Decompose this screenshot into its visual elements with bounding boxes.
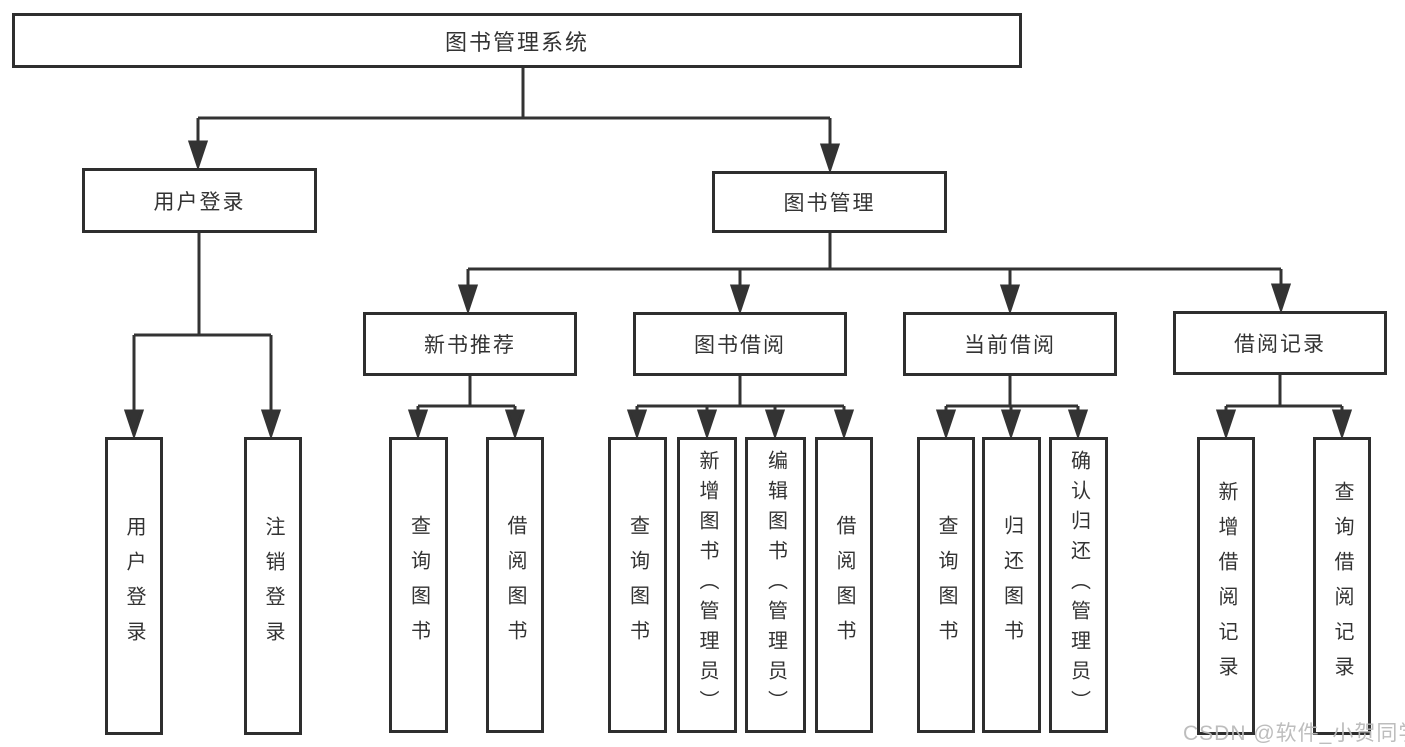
leaf-add-borrow-record: 新增借阅记录 (1197, 437, 1255, 735)
arrowhead-to-add-books (696, 409, 718, 440)
leaf-query-books-2: 查询图书 (608, 437, 667, 733)
connector-root-to-level2 (187, 68, 841, 174)
csdn-watermark: CSDN @软件_小贺同学 (1183, 722, 1405, 745)
arrowhead-to-query-books-2 (626, 409, 648, 440)
node-book-management: 图书管理 (712, 171, 947, 233)
leaf-add-books-admin: 新增图书（管理员） (677, 437, 737, 733)
leaf-borrow-books-2-label: 借阅图书 (833, 515, 855, 655)
arrowhead-to-current-borrow (999, 284, 1021, 315)
node-borrowing-records: 借阅记录 (1173, 311, 1387, 375)
arrowhead-to-return-books (1000, 409, 1022, 440)
leaf-user-login-label: 用户登录 (123, 516, 145, 656)
leaf-query-books-1-label: 查询图书 (407, 515, 430, 655)
arrowhead-to-book-mgmt (819, 143, 841, 174)
leaf-logout: 注销登录 (244, 437, 302, 735)
node-book-borrowing-label: 图书借阅 (694, 334, 786, 357)
arrowhead-to-confirm-return (1067, 409, 1089, 440)
connector-user-login-children (123, 233, 282, 440)
arrowhead-to-query-borrow-record (1331, 409, 1353, 440)
arrowhead-to-borrow-records (1270, 283, 1292, 314)
node-new-book-recommendation: 新书推荐 (363, 312, 577, 376)
leaf-user-login: 用户登录 (105, 437, 163, 735)
leaf-logout-label: 注销登录 (262, 516, 284, 656)
leaf-query-books-1: 查询图书 (389, 437, 448, 733)
leaf-query-borrow-record: 查询借阅记录 (1313, 437, 1371, 735)
leaf-query-books-2-label: 查询图书 (626, 515, 649, 655)
arrowhead-to-book-borrow (729, 284, 751, 315)
node-current-borrowing-label: 当前借阅 (964, 334, 1056, 357)
leaf-return-books-label: 归还图书 (1000, 515, 1023, 655)
node-user-login-label: 用户登录 (153, 190, 246, 214)
leaf-borrow-books-2: 借阅图书 (815, 437, 873, 733)
leaf-confirm-return-admin-label: 确认归还（管理员） (1067, 450, 1090, 720)
connector-borrow-records-children (1215, 375, 1353, 440)
node-user-login: 用户登录 (82, 168, 317, 233)
leaf-add-borrow-record-label: 新增借阅记录 (1215, 481, 1237, 691)
leaf-add-books-admin-label: 新增图书（管理员） (696, 450, 718, 720)
arrowhead-to-query-books-1 (407, 409, 429, 440)
arrowhead-to-login (123, 409, 145, 440)
arrowhead-to-new-book-rec (457, 284, 479, 315)
connector-current-borrow-children (935, 376, 1089, 440)
leaf-borrow-books-1: 借阅图书 (486, 437, 544, 733)
arrowhead-to-add-borrow-record (1215, 409, 1237, 440)
leaf-return-books: 归还图书 (982, 437, 1041, 733)
leaf-edit-books-admin-label: 编辑图书（管理员） (764, 450, 787, 720)
node-root-system: 图书管理系统 (12, 13, 1022, 68)
node-book-borrowing: 图书借阅 (633, 312, 847, 376)
arrowhead-to-edit-books (764, 409, 786, 440)
leaf-query-books-3: 查询图书 (917, 437, 975, 733)
connector-new-book-rec-children (407, 376, 526, 440)
connector-book-mgmt-children (457, 233, 1292, 315)
node-new-book-recommendation-label: 新书推荐 (424, 334, 516, 357)
arrowhead-to-borrow-books-2 (833, 409, 855, 440)
leaf-query-borrow-record-label: 查询借阅记录 (1331, 481, 1353, 691)
arrowhead-to-borrow-books-1 (504, 409, 526, 440)
leaf-query-books-3-label: 查询图书 (935, 515, 957, 655)
leaf-edit-books-admin: 编辑图书（管理员） (745, 437, 806, 733)
leaf-borrow-books-1-label: 借阅图书 (504, 515, 526, 655)
arrowhead-to-query-books-3 (935, 409, 957, 440)
node-book-management-label: 图书管理 (783, 192, 876, 215)
node-root-system-label: 图书管理系统 (444, 29, 589, 55)
arrowhead-to-user-login (187, 140, 209, 171)
node-current-borrowing: 当前借阅 (903, 312, 1117, 376)
connector-book-borrow-children (626, 376, 855, 440)
leaf-confirm-return-admin: 确认归还（管理员） (1049, 437, 1108, 733)
node-borrowing-records-label: 借阅记录 (1234, 333, 1326, 356)
arrowhead-to-logout (260, 409, 282, 440)
